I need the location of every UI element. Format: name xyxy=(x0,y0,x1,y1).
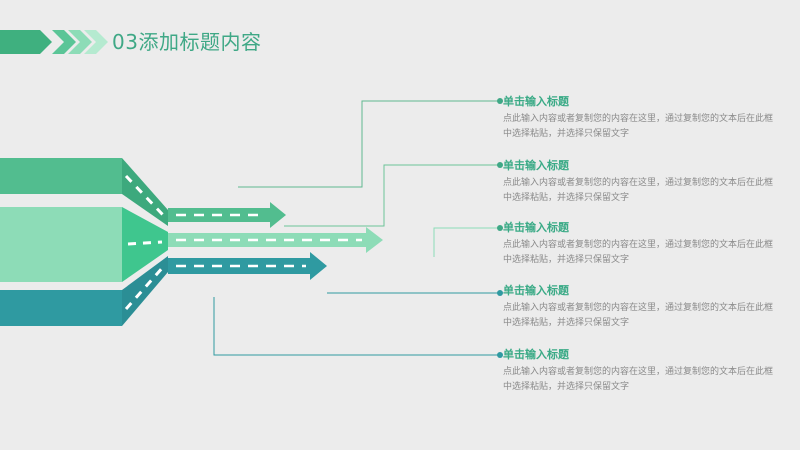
chevron-right-icon xyxy=(84,30,108,54)
middle-band xyxy=(0,207,122,282)
road-bands xyxy=(0,158,383,326)
slide-title[interactable]: 03添加标题内容 xyxy=(112,30,262,54)
text-item-2: 单击输入标题 点此输入内容或者复制您的内容在这里，通过复制您的文本后在此框中选择… xyxy=(503,159,773,206)
item-title[interactable]: 单击输入标题 xyxy=(503,348,569,361)
arrow-top xyxy=(168,202,286,228)
bottom-band xyxy=(0,290,122,326)
item-body[interactable]: 点此输入内容或者复制您的内容在这里，通过复制您的文本后在此框中选择粘贴，并选择只… xyxy=(503,303,774,328)
item-body[interactable]: 点此输入内容或者复制您的内容在这里，通过复制您的文本后在此框中选择粘贴，并选择只… xyxy=(503,178,774,203)
arrow-bottom xyxy=(168,252,327,280)
connector-dots xyxy=(497,98,503,358)
connector-lines xyxy=(213,100,500,356)
header-bar-shape xyxy=(0,30,52,54)
item-body[interactable]: 点此输入内容或者复制您的内容在这里，通过复制您的文本后在此框中选择粘贴，并选择只… xyxy=(503,114,774,139)
chevron-right-icon xyxy=(52,30,76,54)
item-title[interactable]: 单击输入标题 xyxy=(503,221,569,234)
item-title[interactable]: 单击输入标题 xyxy=(503,159,569,172)
text-item-1: 单击输入标题 点此输入内容或者复制您的内容在这里，通过复制您的文本后在此框中选择… xyxy=(503,95,773,142)
text-item-5: 单击输入标题 点此输入内容或者复制您的内容在这里，通过复制您的文本后在此框中选择… xyxy=(503,348,773,395)
item-title[interactable]: 单击输入标题 xyxy=(503,95,569,108)
item-body[interactable]: 点此输入内容或者复制您的内容在这里，通过复制您的文本后在此框中选择粘贴，并选择只… xyxy=(503,367,774,392)
text-item-3: 单击输入标题 点此输入内容或者复制您的内容在这里，通过复制您的文本后在此框中选择… xyxy=(503,221,773,268)
item-body[interactable]: 点此输入内容或者复制您的内容在这里，通过复制您的文本后在此框中选择粘贴，并选择只… xyxy=(503,240,774,265)
top-band-slope xyxy=(122,158,168,226)
top-band xyxy=(0,158,122,194)
item-title[interactable]: 单击输入标题 xyxy=(503,284,569,297)
chevron-right-icon xyxy=(68,30,92,54)
text-item-4: 单击输入标题 点此输入内容或者复制您的内容在这里，通过复制您的文本后在此框中选择… xyxy=(503,284,773,331)
header-decoration xyxy=(0,30,108,54)
